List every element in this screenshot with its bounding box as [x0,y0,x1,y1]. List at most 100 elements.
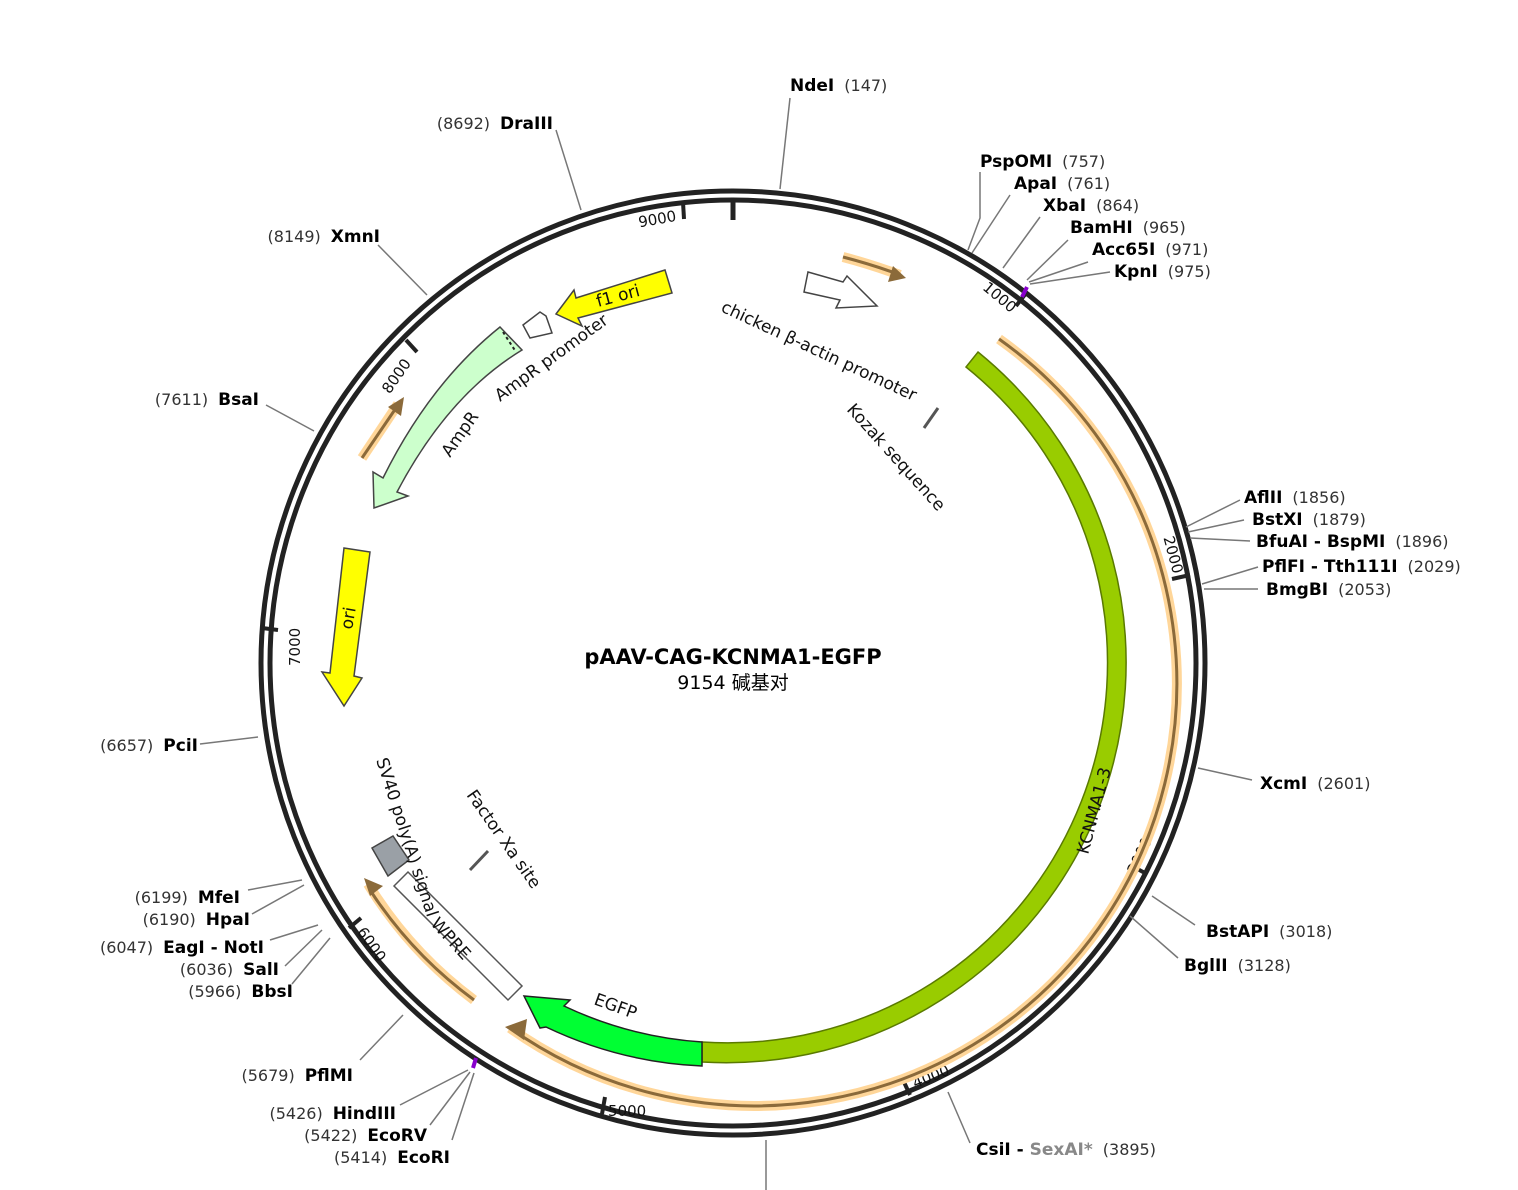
lower-left-orf [363,878,477,1005]
plasmid-title: pAAV-CAG-KCNMA1-EGFP [584,645,881,669]
site-ndei: NdeI(147) [790,76,887,96]
chicken-actin-promoter-feature [803,271,879,309]
leader-csii [947,1091,971,1144]
site-xbai: XbaI(864) [1043,196,1139,216]
site-bglii: BglII(3128) [1184,956,1291,976]
site-bbsi: (5966)BbsI [188,982,293,1002]
lower-left-orf-arrowhead [364,878,383,896]
leader-bstxi [1187,519,1245,533]
leader-hpai [251,884,305,915]
leader-lines [199,97,1259,1190]
leader-acc65i [1028,261,1089,283]
top-orf [841,252,906,282]
leader-eagi [269,924,319,941]
tick-6000 [347,916,363,930]
site-pcii: (6657)PciI [100,736,198,756]
tick-label-5000: 5000 [608,1102,646,1120]
f1-ori-feature [554,269,673,328]
site-bfuai-bspmi: BfuAI - BspMI(1896) [1256,532,1449,552]
site-csii-sexai: CsiI - SexAI*(3895) [976,1140,1156,1160]
leader-bsai [265,404,315,432]
leader-aflii [1185,499,1241,528]
site-bsai: (7611)BsaI [155,390,259,410]
leader-bbsi [291,937,331,985]
leader-bstapi [1151,895,1196,926]
leader-ecori [451,1072,475,1141]
backbone [258,188,1208,1138]
site-bmgbi: BmgBI(2053) [1266,580,1391,600]
top-orf-line [842,255,896,275]
site-pspomi: PspOMI(757) [980,152,1105,172]
kcnma1-orf [505,334,1182,1111]
site-xcmi: XcmI(2601) [1260,774,1370,794]
leader-ecorv [429,1071,471,1126]
ori-feature [320,547,371,708]
leader-apai [971,194,1011,254]
chicken-actin-promoter-label: chicken β-actin promoter [718,297,920,405]
egfp-feature [522,995,703,1067]
kcnma1-orf-arrowhead [505,1019,527,1040]
site-draiii: (8692)DraIII [437,114,553,134]
kozak-marker [922,407,940,429]
kcnma1-orf-highlight [507,334,1182,1111]
egfp-label: EGFP [591,990,639,1024]
site-pflmi: (5679)PflMI [241,1066,353,1086]
site-acc65i: Acc65I(971) [1092,240,1208,260]
leader-draiii [555,129,582,211]
wpre-feature [392,870,524,1002]
site-ecorv: (5422)EcoRV [304,1126,428,1146]
left-orf-arrowhead [388,397,404,416]
leader-xbai [1002,216,1041,269]
outer-ring [258,188,1208,1138]
ampr-promoter-feature [522,311,553,339]
tick-2000 [1171,573,1191,581]
ampr-boundary [502,331,517,353]
site-mfei: (6199)MfeI [135,888,240,908]
leader-kpni [1029,271,1111,285]
tick-5000 [600,1096,607,1115]
ampr-feature [372,325,524,510]
factor-xa-label: Factor Xa site [462,786,545,892]
top-orf-arrowhead [888,266,906,282]
leader-pflmi [359,1014,404,1061]
leader-mfei [247,879,303,891]
ori-label: ori [337,606,361,631]
site-apai: ApaI(761) [1014,174,1110,194]
leader-ndei [779,97,791,190]
site-aflii: AflII(1856) [1244,488,1346,508]
site-hpai: (6190)HpaI [143,910,250,930]
leader-sali [284,929,323,967]
tick-8000 [404,338,419,354]
site-markers [471,286,1029,1069]
site-labels: NdeI(147) PspOMI(757) ApaI(761) XbaI(864… [100,76,1461,1168]
site-hindiii: (5426)HindIII [269,1104,396,1124]
leader-pflfi [1201,566,1259,585]
leader-bamhi [1026,239,1069,281]
leader-bfuai [1189,537,1251,542]
leader-hindiii [399,1069,469,1106]
left-orf [357,397,404,461]
site-bstapi: BstAPI(3018) [1206,922,1332,942]
tick-label-6000: 6000 [353,924,390,966]
leader-pcii [199,736,259,745]
tick-9000 [681,201,686,220]
kcnma1-feature [701,350,1127,1064]
site-sali: (6036)SalI [180,960,279,980]
kpni-marker [1020,286,1029,298]
tick-label-7000: 7000 [286,628,304,666]
plasmid-length: 9154 碱基对 [677,672,788,694]
left-orf-line [360,407,398,459]
tick-7000 [261,626,279,632]
kcnma1-orf-line [509,337,1179,1108]
leader-xcmi [1197,767,1253,781]
site-ecori: (5414)EcoRI [334,1148,450,1168]
ecori-marker [471,1057,478,1069]
site-eagi-noti: (6047)EagI - NotI [100,938,264,958]
lower-left-orf-line [368,889,475,1002]
site-kpni: KpnI(975) [1114,262,1211,282]
leader-bglii [1129,915,1179,959]
site-pflfi-tth111i: PflFI - Tth111I(2029) [1262,557,1461,577]
leader-xmni [377,244,428,296]
